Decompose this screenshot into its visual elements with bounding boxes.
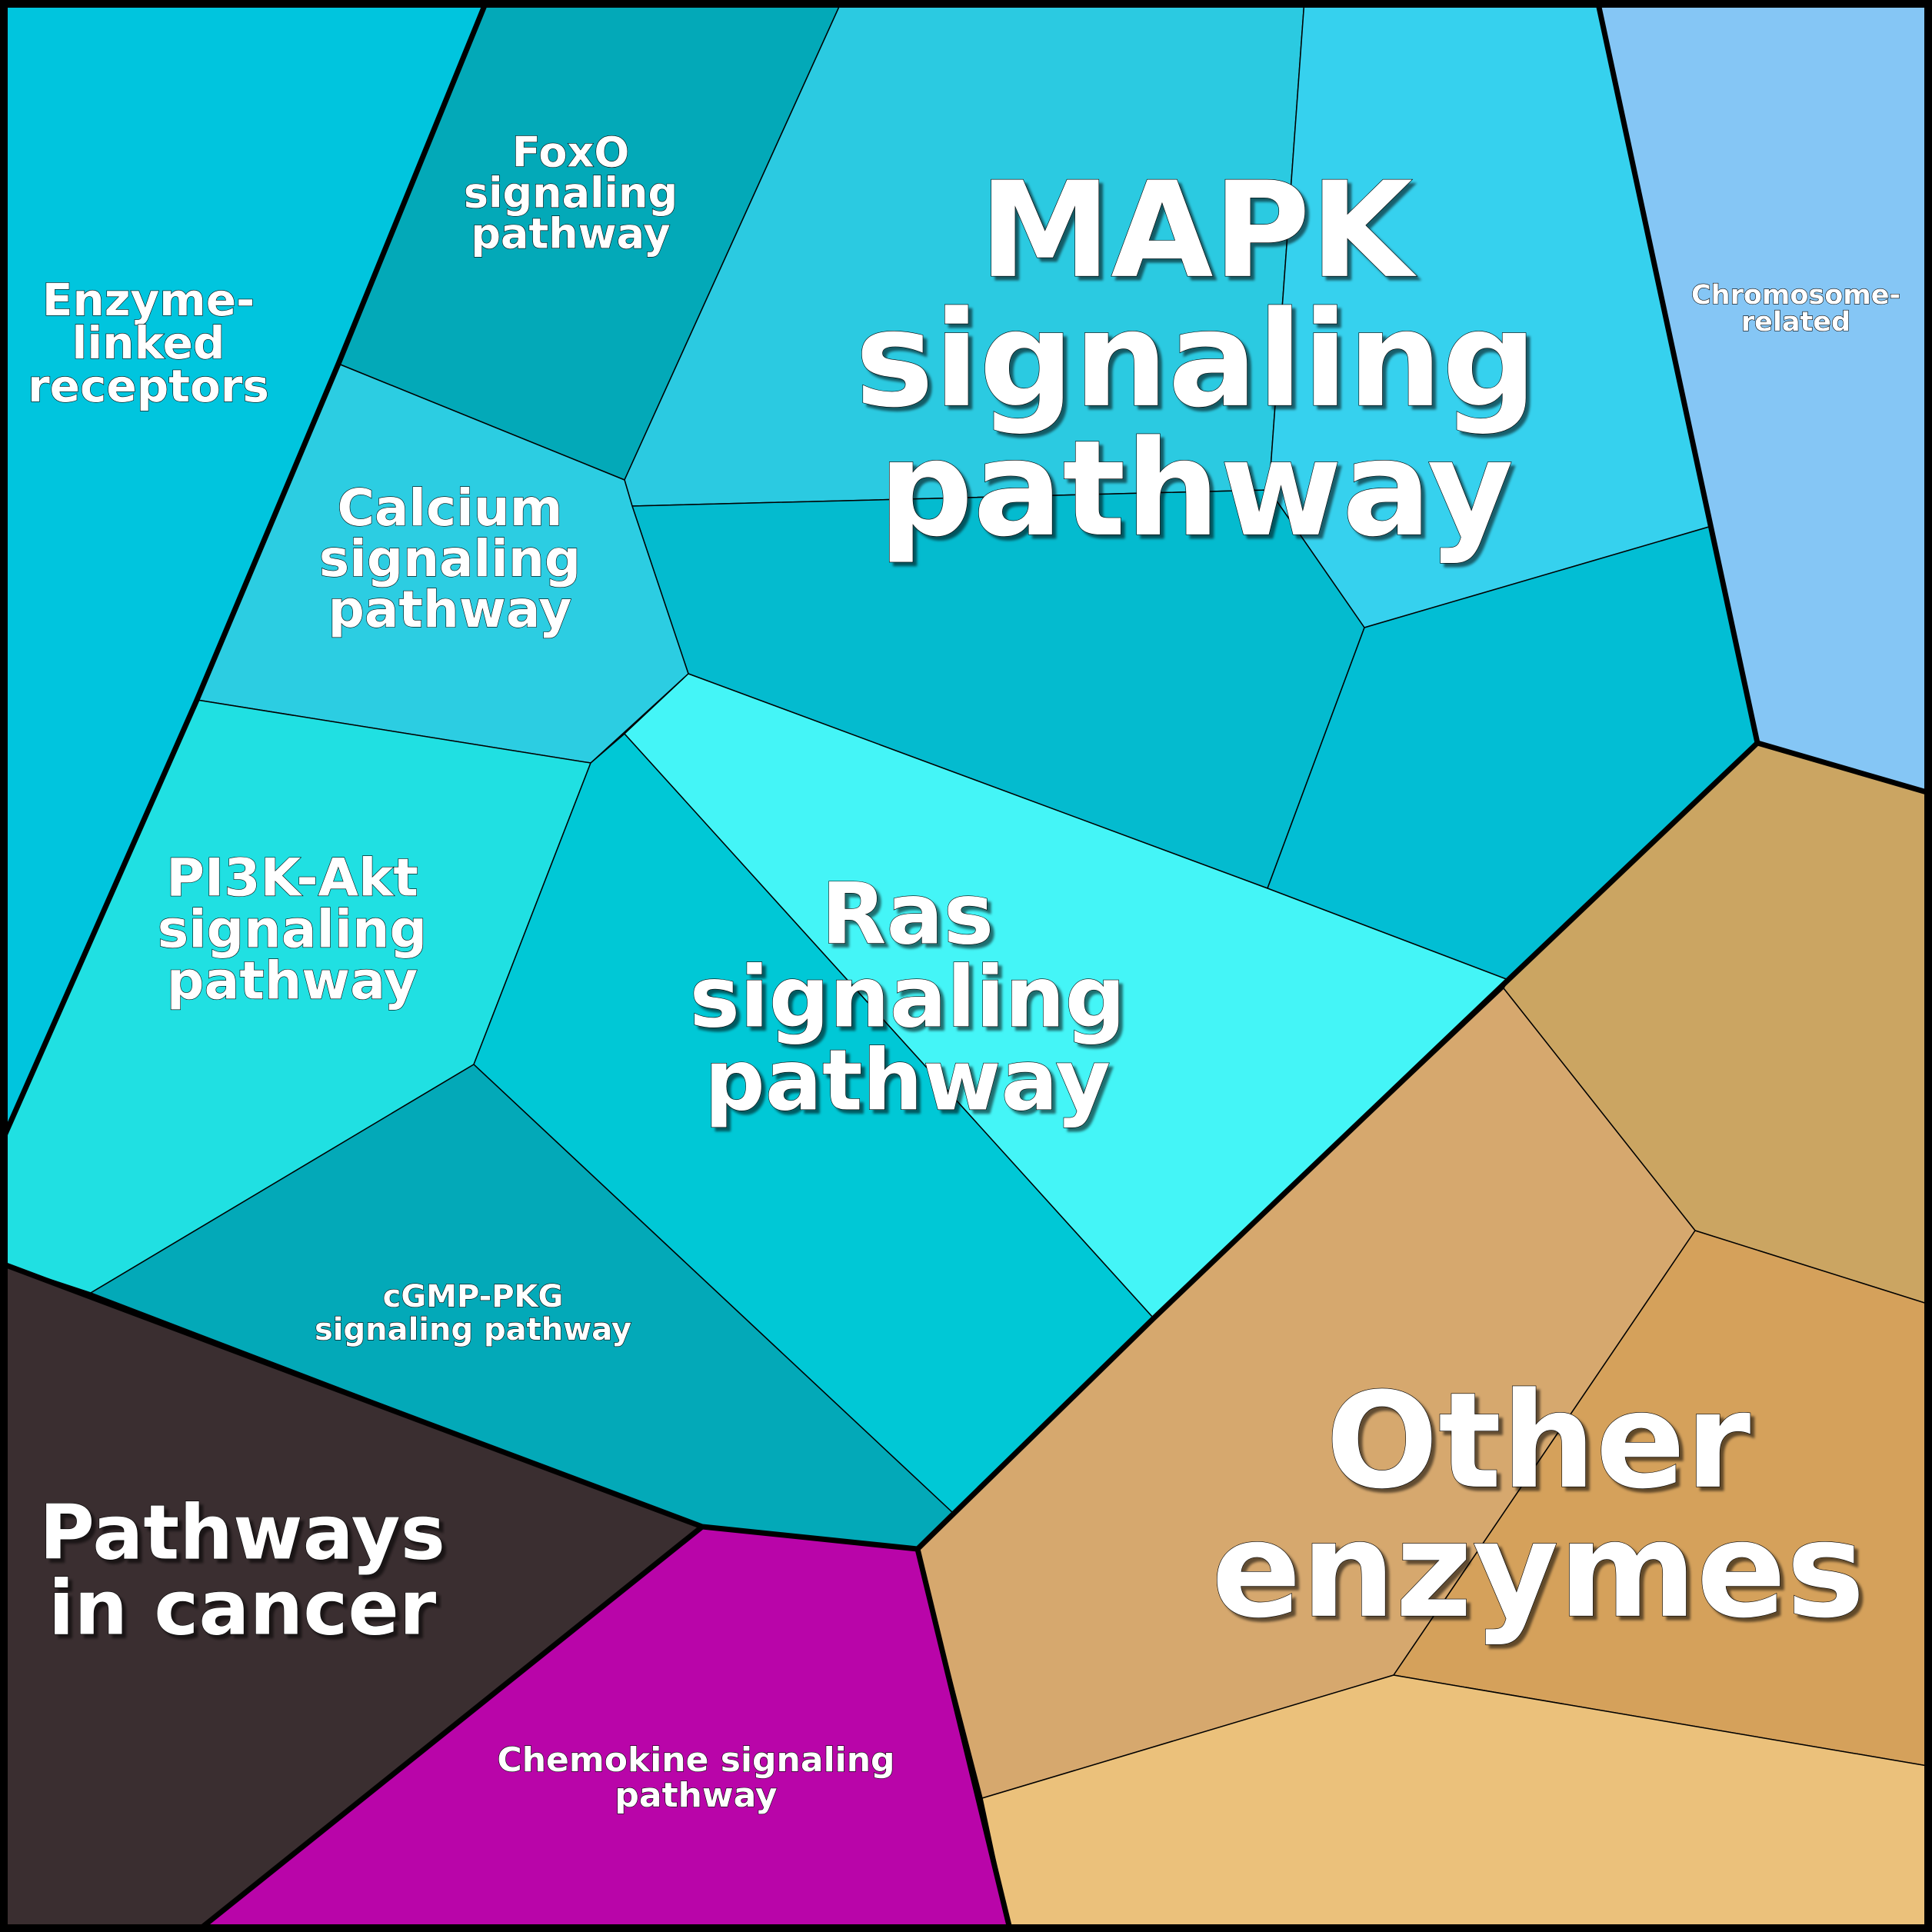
group-border [194,1524,705,1932]
label-line: pathway [615,1776,777,1815]
label-line: Pathways [39,1489,445,1577]
cell-ras-right [624,673,1509,1319]
label-line: FoxO [512,128,630,176]
label-line: signaling [464,168,678,217]
label-line: signaling [158,899,427,960]
label-line: Other [1326,1364,1751,1518]
label-line: receptors [28,360,269,412]
label-line: signaling [855,282,1537,437]
label-line: enzymes [1211,1493,1865,1647]
label-line: pathway [167,951,418,1011]
label-line: signaling [319,529,581,588]
label-line: in cancer [48,1564,437,1652]
label-line: pathway [878,411,1514,566]
label-line: MAPK [979,153,1417,308]
label-line: PI3K-Akt [166,848,418,908]
label-line: signaling pathway [315,1312,631,1347]
label-line: Ras [821,865,994,964]
label-line: pathway [705,1031,1111,1130]
label-line: Enzyme- [42,274,255,326]
label-line: pathway [471,209,670,258]
label-line: related [1741,307,1850,338]
label-line: pathway [328,580,572,639]
label-line: signaling [690,948,1126,1047]
label-line: Calcium [337,478,562,538]
label-chromosome: Chromosome-related [1691,280,1900,338]
label-line: linked [72,317,225,369]
label-line: cGMP-PKG [383,1279,564,1314]
label-line: Chemokine signaling [497,1740,894,1780]
group-border [915,741,1760,1551]
cell-other-c [1393,1230,1932,1767]
group-border [914,1548,1014,1932]
group-border [0,0,490,1148]
label-line: Chromosome- [1691,280,1900,311]
